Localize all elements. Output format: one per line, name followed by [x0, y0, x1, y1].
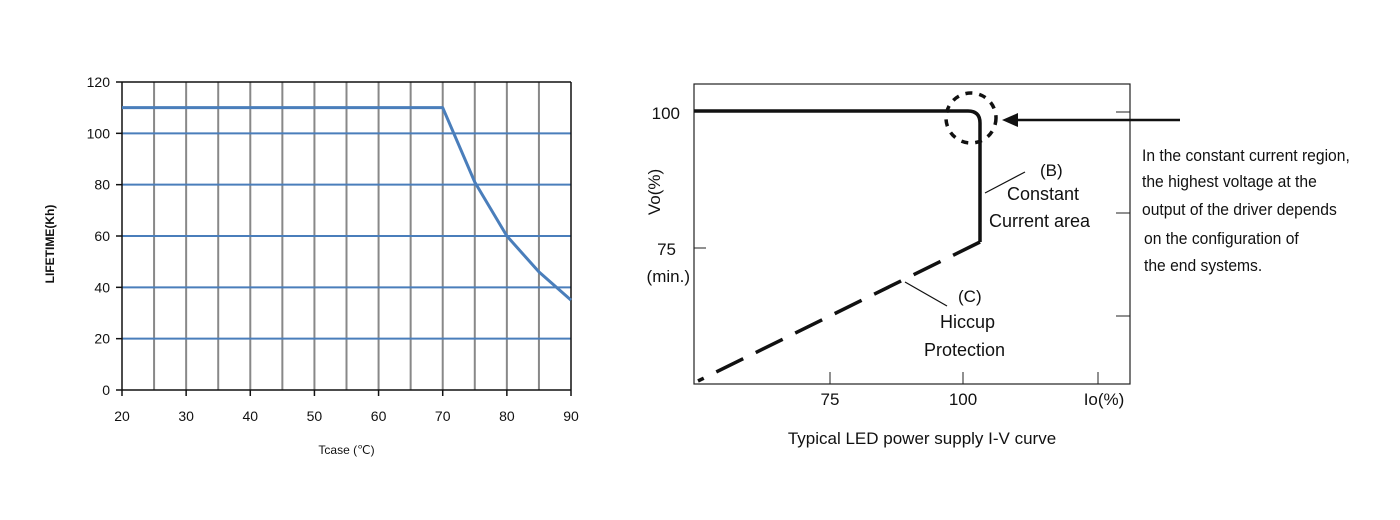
y-tick-label: 100 [87, 125, 111, 141]
x-tick-label: 60 [371, 408, 387, 424]
x-tick-label: 70 [435, 408, 451, 424]
note-line-3: output of the driver depends [1142, 200, 1337, 219]
b-leader-line [984, 171, 1026, 194]
iv-y-axis-title: Vo(%) [645, 169, 664, 215]
note-line-4: on the configuration of [1144, 229, 1299, 248]
c-annotation-line2: Protection [924, 340, 1005, 360]
note-line-1: In the constant current region, [1142, 146, 1350, 165]
note-line-5: the end systems. [1144, 256, 1263, 275]
x-tick-label: 40 [242, 408, 258, 424]
y-tick-label: 80 [94, 177, 110, 193]
lifetime-series-line [122, 106, 572, 302]
hiccup-dashed-line [697, 240, 981, 383]
x-tick-label: 80 [499, 408, 515, 424]
y-tick-label-75: 75 [657, 240, 676, 259]
y-tick-label: 0 [102, 382, 110, 398]
x-tick-label: 90 [563, 408, 579, 424]
c-annotation-label: (C) [958, 287, 982, 306]
b-annotation-line1: Constant [1007, 184, 1079, 204]
c-leader-line [904, 281, 948, 307]
x-end-label: Io(%) [1084, 390, 1125, 409]
y-axis-title: LIFETIME(Kh) [43, 205, 57, 284]
constant-voltage-current-curve [694, 109, 982, 242]
b-annotation-label: (B) [1040, 161, 1063, 180]
y-sub-label-min: (min.) [647, 267, 690, 286]
iv-chart-title: Typical LED power supply I-V curve [788, 429, 1056, 448]
x-tick-label: 100 [949, 390, 977, 409]
y-tick-label: 120 [87, 74, 111, 90]
x-tick-label: 20 [114, 408, 130, 424]
x-tick-label: 30 [178, 408, 194, 424]
knee-highlight-circle [944, 91, 998, 145]
y-tick-label: 60 [94, 228, 110, 244]
x-axis-title: Tcase (℃) [318, 443, 374, 457]
iv-plot-frame [693, 83, 1131, 385]
note-line-2: the highest voltage at the [1142, 172, 1317, 191]
note-arrow-head [1002, 113, 1018, 127]
y-tick-label-100: 100 [652, 104, 680, 123]
y-tick-label: 40 [94, 279, 110, 295]
x-tick-label: 50 [307, 408, 323, 424]
c-annotation-line1: Hiccup [940, 312, 995, 332]
b-annotation-line2: Current area [989, 211, 1091, 231]
y-tick-label: 20 [94, 331, 110, 347]
x-tick-label: 75 [821, 390, 840, 409]
